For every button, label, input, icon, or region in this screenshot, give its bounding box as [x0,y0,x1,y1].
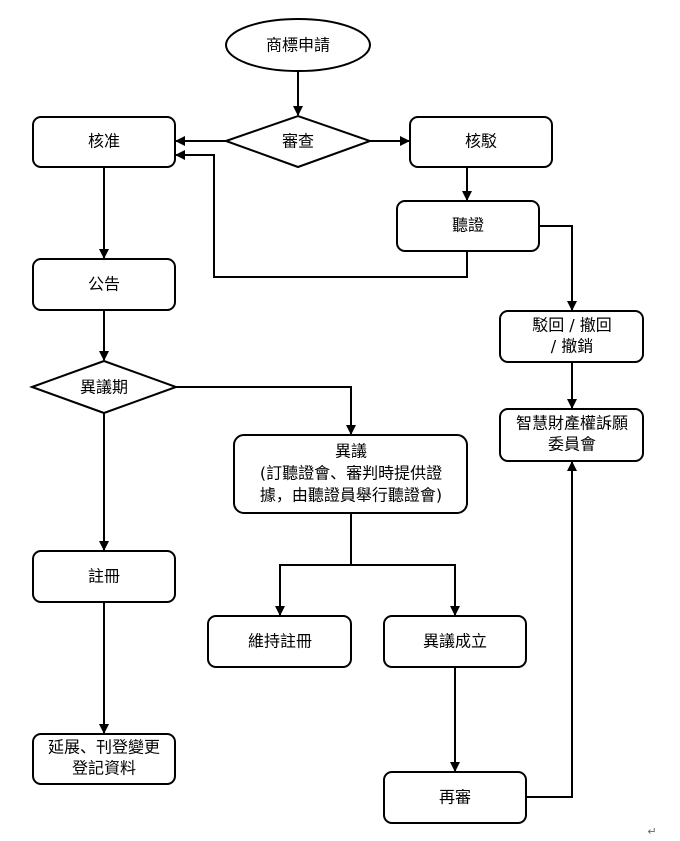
edge-opposition-maintain [275,564,351,616]
svg-text:委員會: 委員會 [548,435,596,454]
node-rejection: 駁回 / 撤回 / 撤銷 [499,310,644,363]
svg-text:駁回 / 撤回: 駁回 / 撤回 [532,316,612,335]
node-publication: 公告 [32,258,176,311]
node-opposition: 異議 (訂聽證會、審判時提供證 據，由聽證員舉行聽證會) [233,434,468,514]
svg-text:據，由聽證員舉行聽證會): 據，由聽證員舉行聽證會) [260,486,442,505]
svg-text:延展、刊登變更: 延展、刊登變更 [48,738,160,757]
svg-text:登記資料: 登記資料 [72,759,136,778]
edge-reexamination-appeal-board [526,461,577,798]
node-opposition-upheld: 異議成立 [383,615,527,668]
svg-text:審查: 審查 [282,132,314,151]
svg-text:核准: 核准 [88,132,120,151]
node-appeal-board: 智慧財產權訴願 委員會 [499,408,644,462]
svg-text:/ 撤銷: / 撤銷 [551,337,593,356]
node-examination: 審查 [223,114,373,169]
svg-text:公告: 公告 [88,275,120,294]
node-opposition-period: 異議期 [29,359,179,415]
edge-hearing-approval [175,150,468,278]
svg-text:聽證: 聽證 [452,216,484,235]
node-renewal: 延展、刊登變更 登記資料 [32,733,176,785]
edge-hearing-rejection [539,225,577,311]
node-approval: 核准 [32,116,176,168]
svg-text:(訂聽證會、審判時提供證: (訂聽證會、審判時提供證 [260,464,442,483]
node-registration: 註冊 [32,550,176,603]
node-reexamination: 再審 [383,771,527,824]
node-maintain-registration: 維持註冊 [207,615,352,668]
svg-text:異議: 異議 [335,442,367,461]
node-hearing: 聽證 [396,200,540,252]
paragraph-mark: ↵ [647,825,656,838]
node-application: 商標申請 [225,18,371,72]
edge-opposition-upheld [351,564,460,616]
node-rejection-notice: 核駁 [409,116,553,168]
svg-text:商標申請: 商標申請 [266,36,330,55]
svg-text:異議成立: 異議成立 [423,632,487,651]
svg-text:核駁: 核駁 [465,132,497,151]
svg-text:再審: 再審 [439,788,471,807]
svg-text:異議期: 異議期 [80,378,128,397]
svg-text:維持註冊: 維持註冊 [248,632,312,651]
svg-text:註冊: 註冊 [88,567,120,586]
edges [99,71,577,798]
edge-opposition-period-opposition [176,386,356,435]
svg-text:智慧財產權訴願: 智慧財產權訴願 [516,414,628,433]
